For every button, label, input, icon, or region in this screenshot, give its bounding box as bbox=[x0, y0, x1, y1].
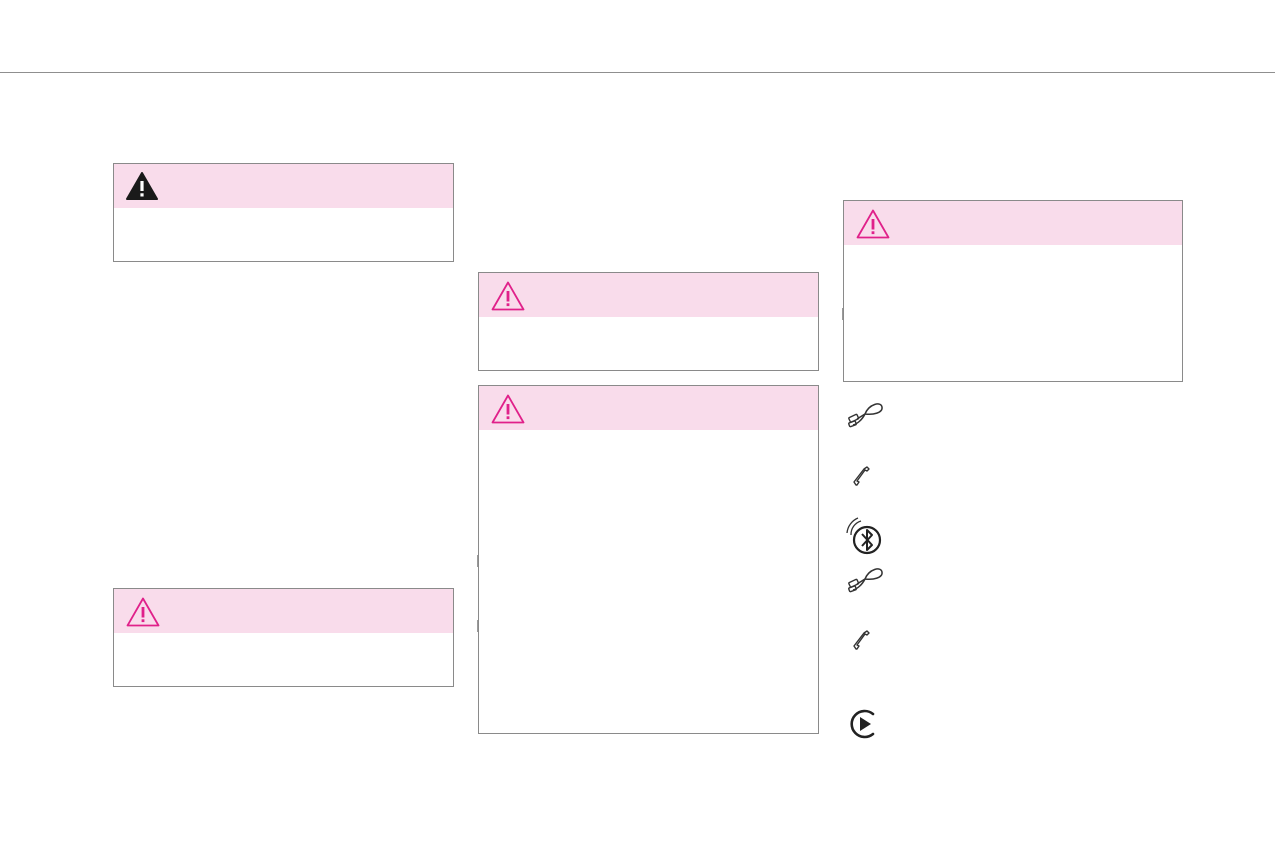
column-marker bbox=[842, 308, 843, 320]
phone-handset-icon bbox=[853, 630, 870, 650]
warning-box-5 bbox=[843, 200, 1183, 382]
bluetooth-icon bbox=[846, 517, 882, 555]
warning-box-text bbox=[844, 245, 1182, 261]
column-marker bbox=[477, 555, 478, 567]
warning-box-text bbox=[479, 317, 818, 333]
header-rule bbox=[0, 72, 1275, 73]
warning-box-text bbox=[114, 208, 453, 224]
warning-box-header bbox=[844, 201, 1182, 245]
usb-cable-icon bbox=[848, 568, 883, 593]
warning-box-header bbox=[479, 273, 818, 317]
play-icon bbox=[850, 709, 875, 739]
warning-outline-icon bbox=[126, 597, 160, 627]
warning-box-1 bbox=[113, 163, 454, 262]
phone-handset-icon bbox=[853, 466, 870, 486]
warning-box-text bbox=[114, 633, 453, 649]
warning-filled-icon bbox=[126, 172, 158, 200]
warning-box-text bbox=[479, 430, 818, 446]
usb-cable-icon bbox=[848, 403, 883, 428]
warning-outline-icon bbox=[491, 394, 525, 424]
warning-outline-icon bbox=[491, 281, 525, 311]
warning-box-3 bbox=[478, 385, 819, 734]
warning-box-header bbox=[114, 589, 453, 633]
column-marker bbox=[477, 620, 478, 632]
warning-box-header bbox=[114, 164, 453, 208]
warning-box-4 bbox=[113, 588, 454, 687]
warning-box-header bbox=[479, 386, 818, 430]
warning-box-2 bbox=[478, 272, 819, 371]
warning-outline-icon bbox=[856, 209, 890, 239]
